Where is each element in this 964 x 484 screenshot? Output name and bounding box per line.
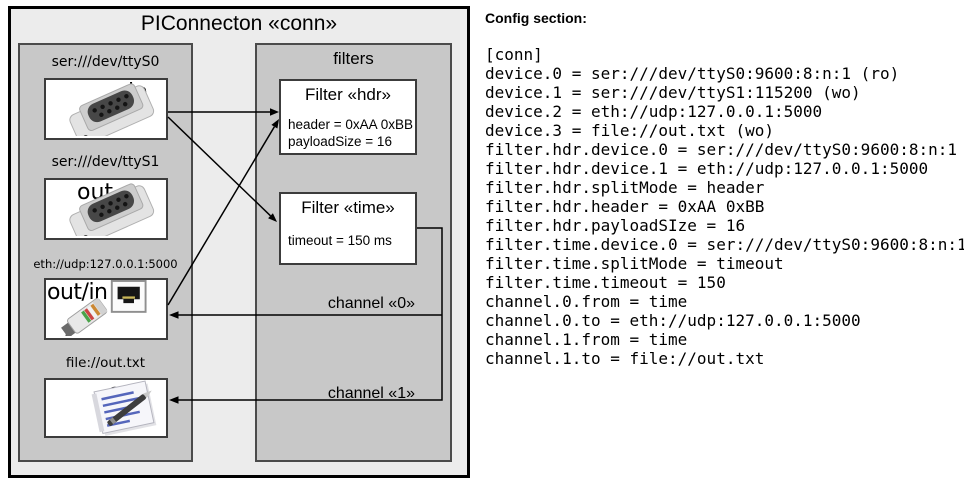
device-box-ttys0: in [44, 78, 168, 140]
config-line: filter.hdr.device.1 = eth://udp:127.0.0.… [485, 159, 929, 178]
channel-1-label: channel «1» [327, 385, 415, 402]
config-line: device.2 = eth://udp:127.0.0.1:5000 [485, 102, 823, 121]
config-line: channel.1.to = file://out.txt [485, 349, 765, 368]
diagram-title: PIConnecton «conn» [140, 12, 338, 35]
serial-connector-image [69, 83, 155, 136]
config-line: filter.hdr.payloadSIze = 16 [485, 216, 746, 235]
filter-time-title: Filter «time» [301, 198, 395, 217]
config-line: channel.1.from = time [485, 330, 688, 349]
piconnecton-diagram: PIConnecton «conn» ser:///dev/ttyS0 in [8, 6, 470, 478]
config-line: channel.0.to = eth://udp:127.0.0.1:5000 [485, 311, 861, 330]
filter-hdr-title: Filter «hdr» [305, 85, 391, 104]
rj45-plug [61, 297, 108, 336]
device-url-ttys1: ser:///dev/ttyS1 [51, 154, 160, 170]
channel-0-label: channel «0» [327, 295, 415, 312]
filters-panel: filters Filter «hdr» header = 0xAA 0xBB … [255, 43, 452, 462]
config-line: [conn] [485, 45, 543, 64]
config-section: Config section: [conn] device.0 = ser://… [485, 10, 964, 368]
device-url-ttys0: ser:///dev/ttyS0 [51, 54, 160, 70]
devices-panel: ser:///dev/ttyS0 in [18, 43, 193, 462]
filter-attribute: payloadSize = 16 [288, 134, 392, 149]
filters-panel-title: filters [333, 49, 374, 68]
config-line: device.1 = ser:///dev/ttyS1:115200 (wo) [485, 83, 861, 102]
device-url-eth: eth://udp:127.0.0.1:5000 [33, 257, 178, 271]
filter-attribute: timeout = 150 ms [288, 233, 392, 248]
pen [107, 390, 152, 426]
serial-connector-image [69, 183, 155, 236]
config-line: filter.time.timeout = 150 [485, 273, 726, 292]
device-box-file: out [44, 378, 168, 438]
filter-attribute: header = 0xAA 0xBB [288, 117, 413, 132]
device-url-file: file://out.txt [65, 355, 146, 371]
config-line: filter.time.device.0 = ser:///dev/ttyS0:… [485, 235, 964, 254]
notepad-pen-image [91, 380, 157, 436]
ethernet-connector-image [61, 280, 147, 336]
config-line: filter.time.splitMode = timeout [485, 254, 784, 273]
config-line: filter.hdr.device.0 = ser:///dev/ttyS0:9… [485, 140, 958, 159]
config-line: device.3 = file://out.txt (wo) [485, 121, 774, 140]
config-line: device.0 = ser:///dev/ttyS0:9600:8:n:1 (… [485, 64, 900, 83]
filter-time-box: Filter «time» timeout = 150 ms [279, 192, 417, 265]
device-box-ttys1: out [44, 178, 168, 240]
config-line: filter.hdr.header = 0xAA 0xBB [485, 197, 765, 216]
filter-hdr-box: Filter «hdr» header = 0xAA 0xBB payloadS… [279, 79, 417, 155]
config-line: channel.0.from = time [485, 292, 688, 311]
config-line: filter.hdr.splitMode = header [485, 178, 765, 197]
device-box-eth: out/in [44, 278, 168, 340]
config-heading: Config section: [485, 10, 587, 26]
config-lines: [conn] device.0 = ser:///dev/ttyS0:9600:… [485, 45, 964, 368]
rj45-port-icon [110, 280, 147, 313]
